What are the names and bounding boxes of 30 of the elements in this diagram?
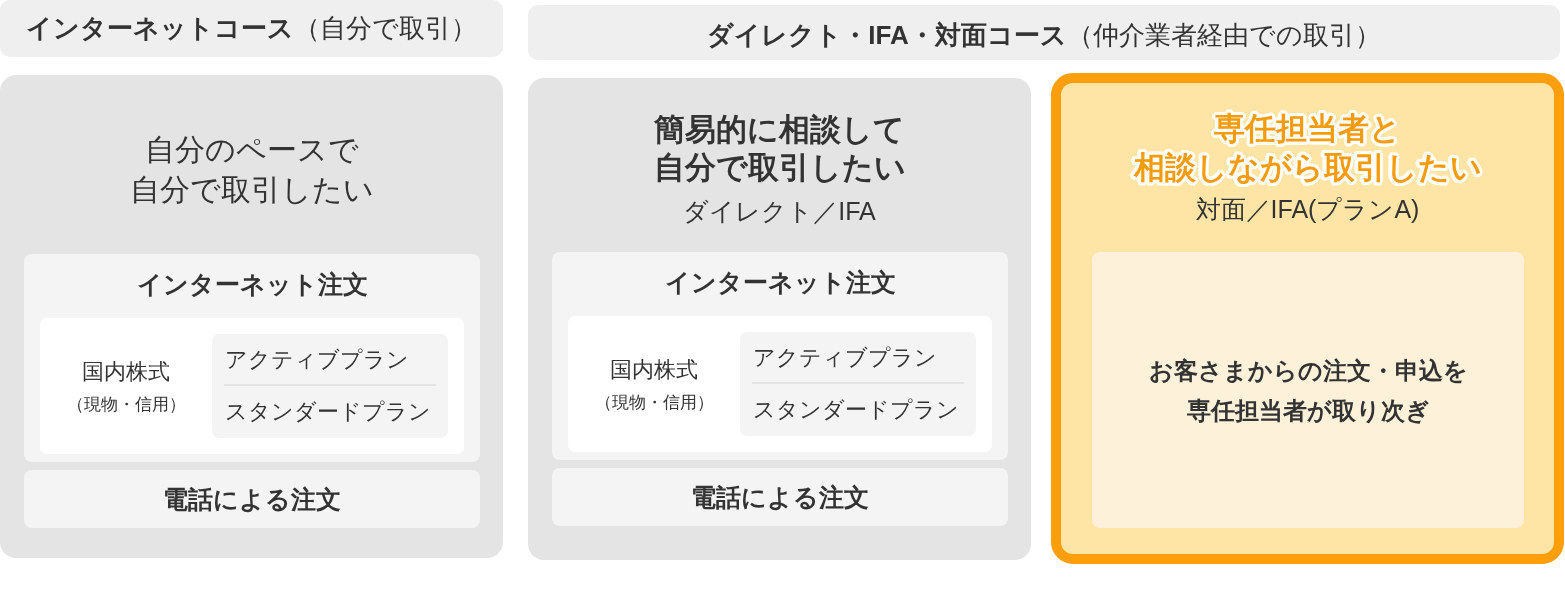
product-label: 国内株式 [82,358,170,386]
plan-name: スタンダードプラン [225,398,431,426]
product-label: 国内株式 [610,356,698,384]
panel-subtitle: 対面／IFA(プランA) [1195,194,1420,225]
panel-title: 自分のペースで自分で取引したい [129,132,374,208]
plan-list [740,332,976,436]
card-title: 電話による注文 [163,484,341,515]
plan-name: スタンダードプラン [753,396,959,424]
card-title: インターネット注文 [664,267,896,298]
order-card [24,254,480,462]
section-heading: インターネットコース（自分で取引） [26,12,477,45]
section-heading: ダイレクト・IFA・対面コース（仲介業者経由での取引） [707,19,1381,52]
panel-title: 簡易的に相談して自分で取引したい [653,111,906,187]
product-note: （現物・信用） [594,392,714,414]
course-panel [0,75,503,558]
product-note: （現物・信用） [66,394,186,416]
course-panel [1051,73,1564,564]
panel-title: 専任担当者と相談しながら取引したい [1133,110,1482,187]
course-panel [528,78,1031,560]
product-card [40,318,464,454]
description: お客さまからの注文・申込を専任担当者が取り次ぎ [1148,356,1468,426]
product-card [568,316,992,452]
card-title: インターネット注文 [136,269,368,300]
plan-list [212,334,448,438]
info-card [1092,252,1524,528]
plan-name: アクティブプラン [753,344,937,372]
panel-subtitle: ダイレクト／IFA [683,196,876,227]
card-title: 電話による注文 [691,482,869,513]
plan-name: アクティブプラン [225,346,409,374]
order-card [552,252,1008,460]
